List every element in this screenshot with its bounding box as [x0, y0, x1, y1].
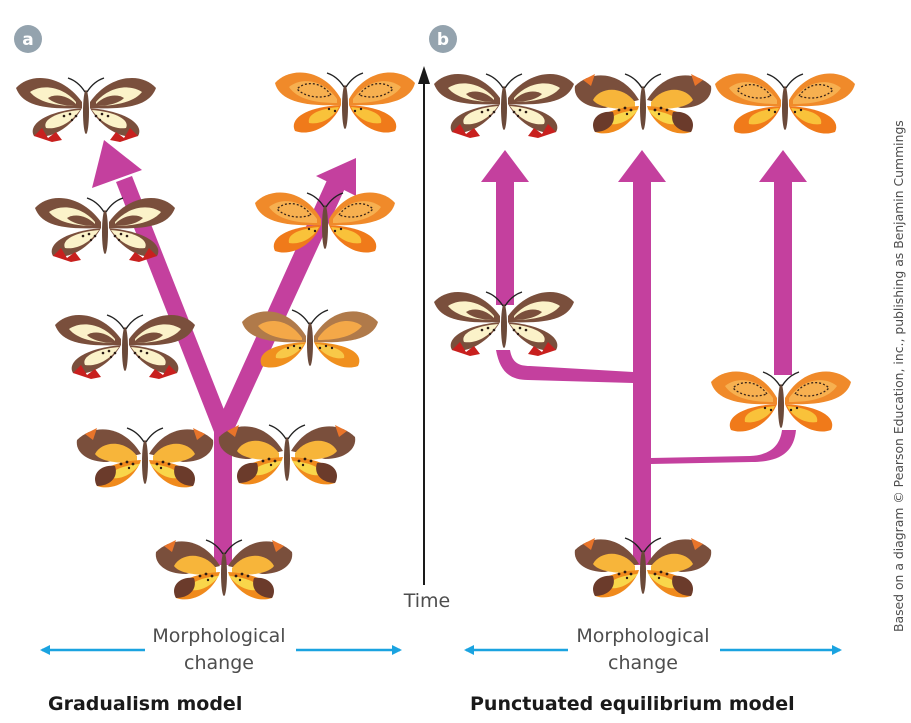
gradual-left-arrowhead: [92, 140, 142, 188]
svg-text:a: a: [22, 30, 33, 50]
butterfly-icon: [15, 77, 157, 143]
butterfly-icon: [34, 197, 176, 263]
svg-text:b: b: [437, 30, 449, 50]
credit-line: Based on a diagram © Pearson Education, …: [891, 120, 906, 632]
punctuated-left-stem: [496, 180, 514, 305]
axis-label: change: [184, 652, 254, 674]
panel-a-morphology-axis: Morphological change: [40, 625, 402, 674]
panel-a: a Morphological change Gradualism model: [14, 25, 416, 715]
panel-b-morphology-axis: Morphological change: [464, 625, 842, 674]
butterfly-icon: [574, 73, 712, 135]
butterfly-icon: [710, 370, 852, 433]
gradual-right-branch: [214, 178, 346, 434]
time-axis: Time: [403, 66, 451, 612]
axis-label: Morphological: [576, 625, 709, 647]
panel-a-badge: a: [14, 25, 42, 53]
butterfly-icon: [714, 72, 856, 135]
butterfly-icon: [218, 424, 356, 486]
butterfly-icon: [76, 427, 214, 489]
butterfly-icon: [54, 314, 196, 380]
punctuated-trunk: [633, 180, 651, 565]
panel-b-title: Punctuated equilibrium model: [470, 693, 795, 715]
arrow-up-icon: [418, 66, 430, 84]
punctuated-right-arrowhead: [759, 150, 807, 182]
butterfly-icon: [241, 309, 379, 369]
butterfly-icon: [433, 73, 575, 139]
time-label: Time: [403, 590, 451, 612]
punctuated-left-arrowhead: [481, 150, 529, 182]
punctuated-right-stem: [774, 180, 792, 375]
panel-b-badge: b: [429, 25, 457, 53]
gradual-right-arrowhead: [316, 158, 356, 196]
gradual-trunk: [214, 430, 232, 565]
axis-label: Morphological: [152, 625, 285, 647]
butterfly-icon: [274, 71, 416, 134]
punctuated-branch-arrows: [481, 150, 807, 565]
axis-label: change: [608, 652, 678, 674]
punctuated-trunk-arrowhead: [618, 150, 666, 182]
punctuated-right-link: [651, 430, 796, 464]
punctuated-left-link: [496, 350, 633, 383]
panel-b: b Morphological change P: [429, 25, 856, 715]
panel-a-title: Gradualism model: [48, 693, 242, 715]
